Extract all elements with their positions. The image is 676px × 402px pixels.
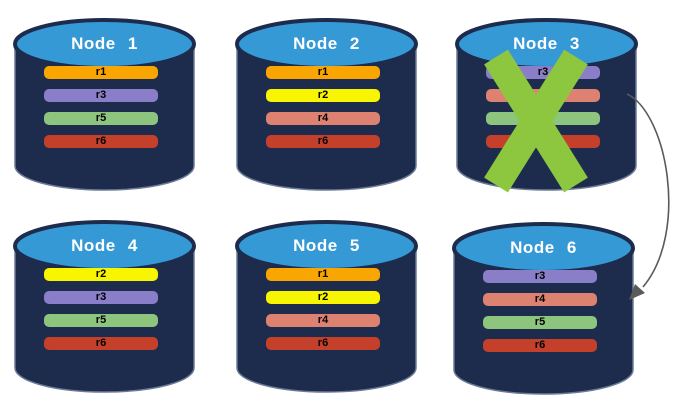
- replica-label: r6: [95, 337, 107, 349]
- replica-label: r1: [317, 268, 329, 280]
- replica-row: r6: [483, 339, 597, 352]
- node-2: Node 2 r1 r2 r4 r6: [235, 8, 418, 194]
- replica-row: r2: [44, 268, 158, 281]
- replica-list: r1 r2 r4 r6: [266, 66, 380, 158]
- replica-list: r1 r2 r4 r6: [266, 268, 380, 360]
- replica-row: r3: [44, 291, 158, 304]
- replica-row: r6: [44, 337, 158, 350]
- node-title: Node 4: [71, 236, 138, 255]
- replica-row: r3: [483, 270, 597, 283]
- failure-x-icon: [484, 49, 588, 193]
- replica-row: r4: [266, 112, 380, 125]
- replica-label: r4: [317, 314, 329, 326]
- replica-label: r6: [534, 339, 546, 351]
- node-1: Node 1 r1 r3 r5 r6: [13, 8, 196, 194]
- replica-list: r3 r4 r5 r6: [483, 270, 597, 362]
- node-5: Node 5 r1 r2 r4 r6: [235, 210, 418, 396]
- replica-label: r2: [95, 268, 107, 280]
- replica-label: r3: [95, 291, 107, 303]
- replica-label: r6: [317, 135, 329, 147]
- replica-row: r5: [483, 316, 597, 329]
- replica-row: r1: [44, 66, 158, 79]
- replica-row: r2: [266, 89, 380, 102]
- replica-label: r4: [317, 112, 329, 124]
- node-title: Node 5: [293, 236, 360, 255]
- replica-row: r5: [44, 112, 158, 125]
- replica-label: r2: [317, 89, 329, 101]
- replica-row: r4: [266, 314, 380, 327]
- node-title: Node 6: [510, 238, 577, 257]
- node-title: Node 3: [513, 34, 580, 53]
- replica-row: r2: [266, 291, 380, 304]
- replica-row: r6: [266, 135, 380, 148]
- node-title: Node 1: [71, 34, 138, 53]
- replica-row: r5: [44, 314, 158, 327]
- node-6: Node 6 r3 r4 r5 r6: [452, 212, 635, 398]
- replica-row: r1: [266, 66, 380, 79]
- replica-label: r6: [317, 337, 329, 349]
- node-4: Node 4 r2 r3 r5 r6: [13, 210, 196, 396]
- replica-label: r3: [95, 89, 107, 101]
- replica-row: r1: [266, 268, 380, 281]
- replica-label: r6: [95, 135, 107, 147]
- replica-label: r5: [534, 316, 546, 328]
- replica-label: r1: [317, 66, 329, 78]
- replica-label: r1: [95, 66, 107, 78]
- replica-row: r6: [266, 337, 380, 350]
- replica-list: r1 r3 r5 r6: [44, 66, 158, 158]
- node-3-failed: Node 3 r3 r4 r5 r6: [455, 8, 638, 194]
- replica-label: r3: [534, 270, 546, 282]
- replica-label: r4: [534, 293, 546, 305]
- replica-label: r3: [537, 66, 549, 78]
- node-title: Node 2: [293, 34, 360, 53]
- replica-row: r6: [44, 135, 158, 148]
- replica-label: r5: [95, 112, 107, 124]
- replica-row: r4: [483, 293, 597, 306]
- replica-label: r5: [95, 314, 107, 326]
- replica-list: r2 r3 r5 r6: [44, 268, 158, 360]
- replica-label: r2: [317, 291, 329, 303]
- replica-row: r3: [44, 89, 158, 102]
